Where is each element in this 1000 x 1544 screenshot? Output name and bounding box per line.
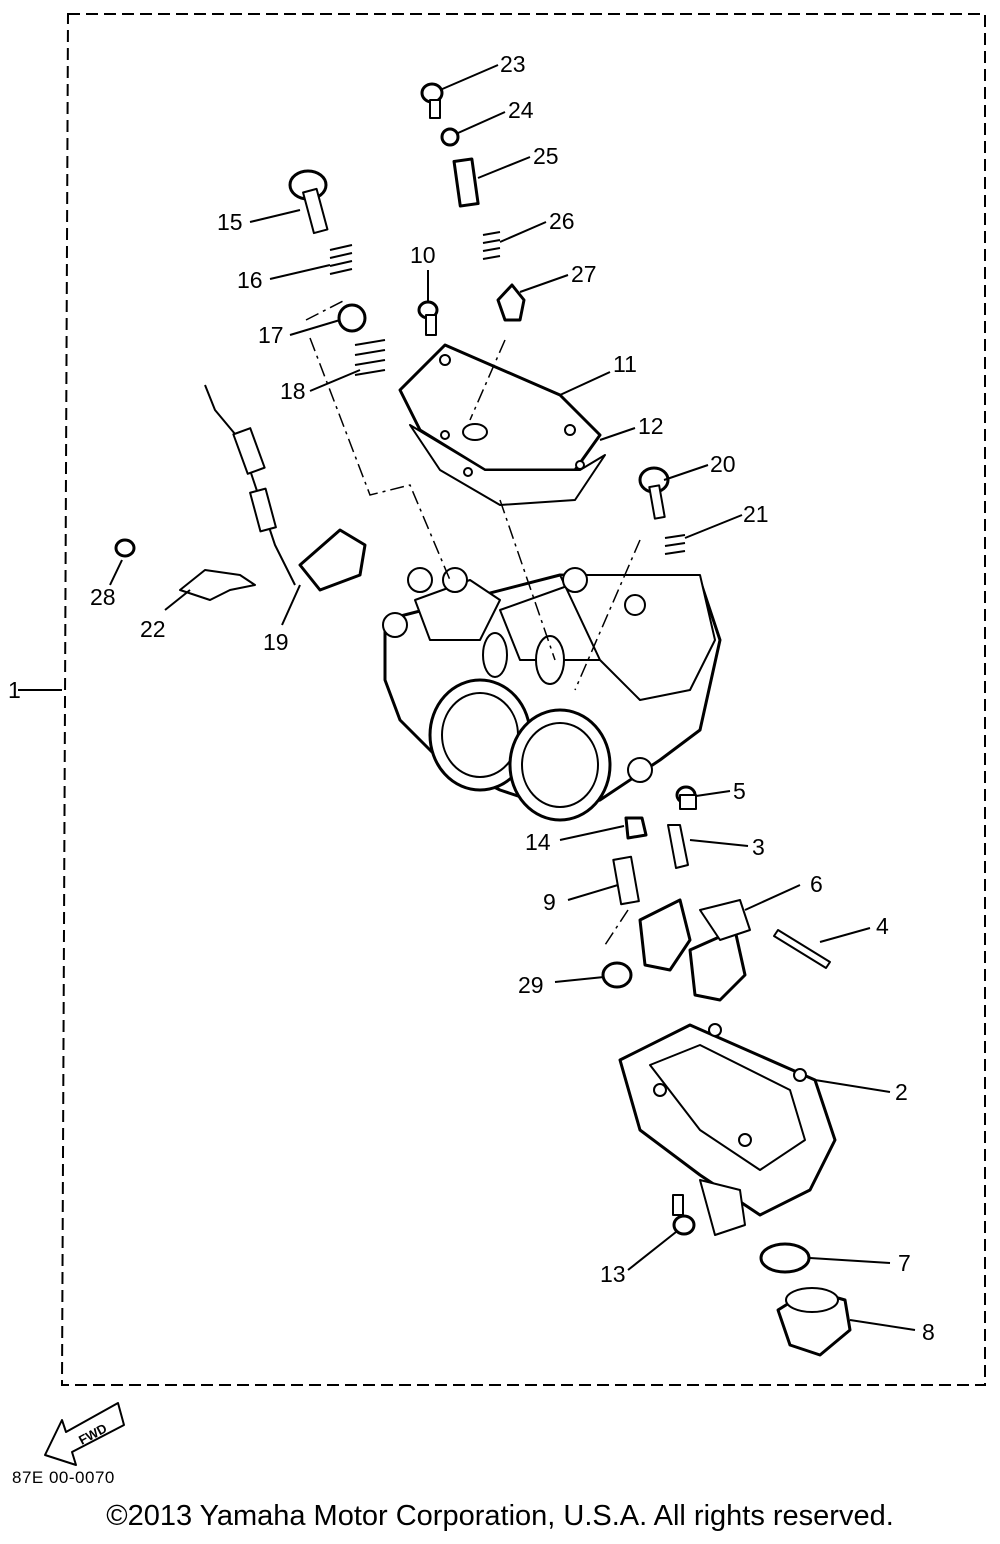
- callout-9: 9: [543, 889, 556, 915]
- callout-4: 4: [876, 913, 889, 939]
- float-part-6: [638, 898, 751, 1002]
- screw-part-15: [288, 169, 329, 235]
- callout-leaders: [109, 64, 916, 1331]
- screw-part-10: [417, 300, 439, 336]
- jet-part-14: [624, 816, 648, 840]
- callout-12: 12: [638, 413, 664, 439]
- callout-25: 25: [533, 143, 559, 169]
- drain-plug-part-8: [776, 1287, 852, 1357]
- callout-14: 14: [525, 829, 551, 855]
- cap-part-27: [496, 283, 526, 322]
- callout-26: 26: [549, 208, 575, 234]
- screw-part-5: [675, 785, 697, 810]
- callout-8: 8: [922, 1319, 935, 1345]
- callout-16: 16: [237, 267, 263, 293]
- callout-10: 10: [410, 242, 436, 268]
- callout-22: 22: [140, 616, 166, 642]
- callout-13: 13: [600, 1261, 626, 1287]
- callout-18: 18: [280, 378, 306, 404]
- main-jet-part-9: [612, 855, 640, 906]
- forward-arrow-icon: FWD: [44, 1402, 125, 1466]
- center-lines: [305, 299, 641, 946]
- callout-23: 23: [500, 51, 526, 77]
- callout-5: 5: [733, 778, 746, 804]
- screw-part-20: [638, 466, 670, 520]
- carburetor-body: [382, 567, 722, 822]
- callout-17: 17: [258, 322, 284, 348]
- callout-24: 24: [508, 97, 534, 123]
- callout-6: 6: [810, 871, 823, 897]
- spring-part-21: [664, 534, 686, 555]
- copyright-notice: ©2013 Yamaha Motor Corporation, U.S.A. A…: [106, 1500, 894, 1532]
- callout-11: 11: [613, 351, 637, 377]
- callout-2: 2: [895, 1079, 908, 1105]
- callout-3: 3: [752, 834, 765, 860]
- plug-part-29: [601, 961, 633, 989]
- screw-part-23: [420, 82, 444, 119]
- float-pin-part-4: [773, 929, 831, 969]
- starter-cable-part-19: [204, 384, 367, 592]
- washer-part-24: [440, 127, 460, 147]
- spring-part-16: [329, 244, 353, 275]
- spring-part-18: [354, 339, 386, 376]
- nut-part-17: [337, 303, 367, 333]
- gasket-part-12: [409, 424, 606, 506]
- spring-part-26: [482, 231, 501, 260]
- callout-19: 19: [263, 629, 289, 655]
- pilot-screw-part-25: [452, 157, 480, 208]
- callout-20: 20: [710, 451, 736, 477]
- screw-part-28: [114, 538, 136, 558]
- needle-valve-part-3: [667, 824, 689, 869]
- lever-part-22: [179, 569, 256, 601]
- callout-28: 28: [90, 584, 116, 610]
- callout-1: 1: [8, 677, 21, 703]
- screw-part-13: [672, 1194, 696, 1236]
- callout-21: 21: [743, 501, 769, 527]
- o-ring-part-7: [759, 1242, 811, 1274]
- assembly-boundary: [18, 13, 986, 1386]
- callout-7: 7: [898, 1250, 911, 1276]
- callout-27: 27: [571, 261, 597, 287]
- drawing-id: 87E 00-0070: [12, 1468, 115, 1487]
- callout-15: 15: [217, 209, 243, 235]
- callout-29: 29: [518, 972, 544, 998]
- float-bowl-part-2: [618, 1023, 837, 1236]
- callout-numbers: 1 2 3 4 5 6 7 8 9 10 11 12 13 14 15 16 1…: [8, 51, 935, 1345]
